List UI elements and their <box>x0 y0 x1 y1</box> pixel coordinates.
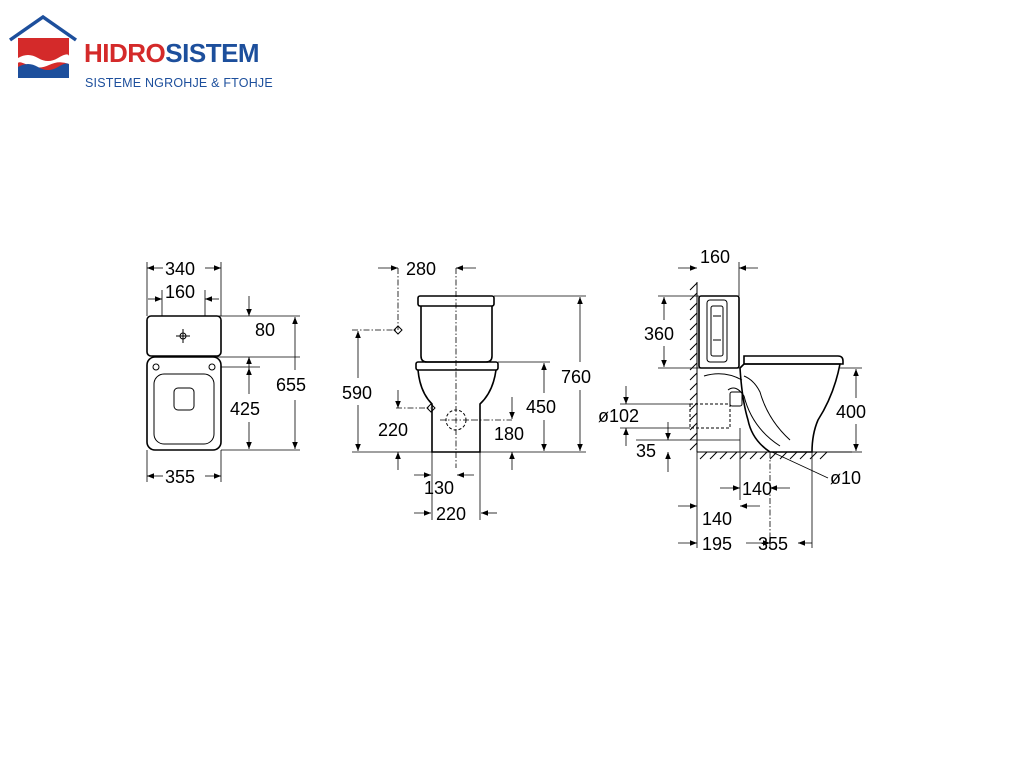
front-view: 280 760 590 450 220 180 130 220 <box>342 259 591 524</box>
brand-name-part1: HIDRO <box>84 38 166 68</box>
top-view-dimensions <box>146 262 300 482</box>
dim-top-width-total: 340 <box>165 259 195 279</box>
dim-top-depth-seat: 425 <box>230 399 260 419</box>
dim-front-supply-height: 590 <box>342 383 372 403</box>
side-view-outline <box>689 282 852 460</box>
brand-tagline: SISTEME NGROHJE & FTOHJE <box>85 76 273 90</box>
dim-side-wall-to-fixing: 195 <box>702 534 732 554</box>
dim-front-height-total: 760 <box>561 367 591 387</box>
dim-front-seat-height: 450 <box>526 397 556 417</box>
side-view-dimensions <box>620 262 862 548</box>
top-view: 340 160 80 425 655 355 <box>146 259 306 487</box>
dim-side-tank-depth: 160 <box>700 247 730 267</box>
dim-side-outlet-depth: 140 <box>742 479 772 499</box>
dim-front-tank-width: 280 <box>406 259 436 279</box>
top-view-outline <box>146 315 222 451</box>
dim-front-waste-height: 220 <box>378 420 408 440</box>
brand-logo: HIDROSISTEM SISTEME NGROHJE & FTOHJE <box>6 14 286 90</box>
dim-side-base-depth: 355 <box>758 534 788 554</box>
dim-front-base-width: 220 <box>436 504 466 524</box>
front-view-dimensions <box>352 265 586 520</box>
front-view-outline <box>393 268 499 468</box>
dim-side-tank-height: 360 <box>644 324 674 344</box>
brand-name: HIDROSISTEM <box>84 38 260 68</box>
side-view: 160 360 400 ø102 35 140 ø10 140 195 355 <box>598 247 866 554</box>
dim-front-waste-offset: 130 <box>424 478 454 498</box>
dim-front-pedestal-height: 180 <box>494 424 524 444</box>
dim-side-fixing-hole: ø10 <box>830 468 861 488</box>
dim-top-depth-total: 655 <box>276 375 306 395</box>
dim-side-wall-to-outlet: 140 <box>702 509 732 529</box>
brand-name-part2: SISTEM <box>165 38 260 68</box>
dim-top-depth-tank: 80 <box>255 320 275 340</box>
dim-side-outlet-diameter: ø102 <box>598 406 639 426</box>
house-roof-waves-icon <box>8 14 78 78</box>
dim-side-seat-height: 400 <box>836 402 866 422</box>
dim-side-outlet-offset: 35 <box>636 441 656 461</box>
dim-top-width-base: 355 <box>165 467 195 487</box>
dim-top-width-inner: 160 <box>165 282 195 302</box>
